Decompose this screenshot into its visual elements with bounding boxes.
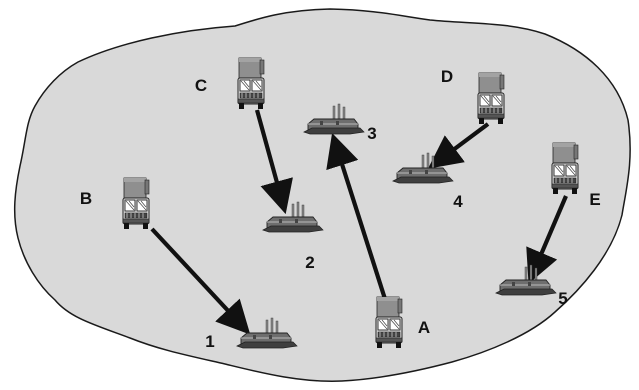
site-label-2: 2 [305, 253, 314, 272]
route-arrow-b-to-1 [150, 227, 251, 335]
truck-label-d: D [441, 67, 453, 86]
service-region [13, 8, 631, 382]
truck-label-b: B [80, 189, 92, 208]
truck-icon-d [477, 72, 505, 125]
truck-label-c: C [195, 76, 207, 95]
labels: 1 2 3 4 5A B C D E [80, 67, 601, 351]
truck-icon-c [237, 57, 265, 110]
site-label-4: 4 [453, 192, 463, 211]
site-label-3: 3 [367, 124, 376, 143]
truck-icon-e [551, 142, 579, 195]
site-label-5: 5 [558, 289, 567, 308]
truck-icon-a [375, 296, 403, 349]
route-arrow-c-to-2 [254, 109, 293, 215]
route-arrow-d-to-4 [427, 122, 490, 169]
routes [150, 109, 568, 335]
truck-label-a: A [418, 318, 430, 337]
route-arrow-a-to-3 [326, 132, 388, 300]
site-label-1: 1 [205, 332, 214, 351]
truck-icon-b [122, 177, 150, 230]
route-arrow-e-to-5 [526, 195, 568, 284]
truck-label-e: E [589, 190, 600, 209]
